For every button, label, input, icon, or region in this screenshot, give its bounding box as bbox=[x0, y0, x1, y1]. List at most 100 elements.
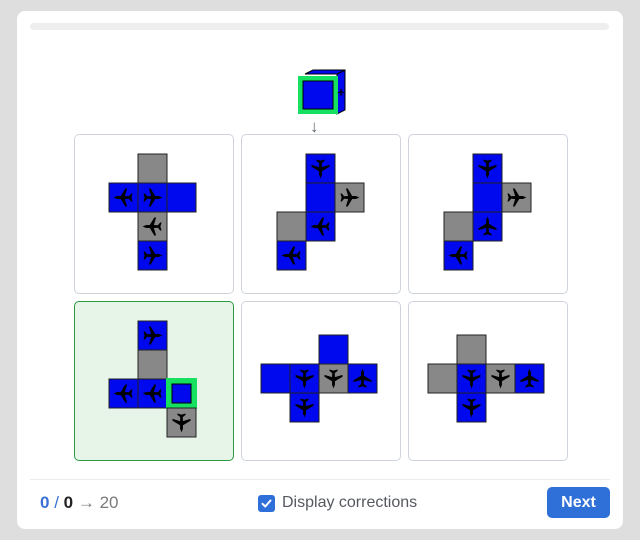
cell-face bbox=[443, 211, 474, 242]
net-cell bbox=[289, 363, 320, 394]
cube-net-3 bbox=[443, 153, 532, 271]
cube-net-6 bbox=[427, 334, 545, 423]
score-separator: / bbox=[49, 493, 64, 512]
cell-face bbox=[260, 363, 291, 394]
jet-icon bbox=[353, 368, 372, 388]
jet-icon bbox=[311, 159, 330, 179]
net-cell bbox=[260, 363, 291, 394]
jet-icon bbox=[281, 246, 301, 265]
option-2[interactable] bbox=[241, 134, 401, 294]
corrections-label: Display corrections bbox=[282, 494, 418, 511]
progress-bar bbox=[30, 23, 609, 30]
down-arrow-icon: ↓ bbox=[310, 117, 319, 136]
option-6[interactable] bbox=[408, 301, 568, 461]
net-cell bbox=[137, 153, 168, 184]
net-cell bbox=[427, 363, 458, 394]
net-cell bbox=[456, 392, 487, 423]
display-corrections-toggle[interactable]: Display corrections bbox=[258, 492, 417, 514]
jet-icon bbox=[520, 368, 539, 388]
cell-face bbox=[171, 383, 192, 404]
jet-icon bbox=[113, 384, 133, 403]
cube-net-5 bbox=[260, 334, 378, 423]
jet-icon bbox=[143, 326, 163, 345]
jet-icon bbox=[462, 398, 481, 418]
option-5[interactable] bbox=[241, 301, 401, 461]
net-cell bbox=[318, 363, 349, 394]
jet-icon bbox=[491, 369, 510, 389]
cube-icon bbox=[298, 69, 346, 115]
jet-icon bbox=[172, 413, 191, 433]
jet-icon bbox=[143, 246, 163, 265]
jet-icon bbox=[142, 384, 162, 403]
net-cell bbox=[289, 392, 320, 423]
jet-icon bbox=[478, 159, 497, 179]
net-cell bbox=[456, 363, 487, 394]
net-cell bbox=[276, 211, 307, 242]
net-cell bbox=[334, 182, 365, 213]
net-cell bbox=[501, 182, 532, 213]
net-cell bbox=[472, 211, 503, 242]
score-goal: 20 bbox=[99, 493, 119, 512]
cell-face bbox=[137, 153, 168, 184]
option-3[interactable] bbox=[408, 134, 568, 294]
cube-net-2 bbox=[276, 153, 365, 271]
net-cell bbox=[137, 211, 168, 242]
score-total: 0 bbox=[63, 493, 74, 512]
net-cell bbox=[318, 334, 349, 365]
cell-face bbox=[318, 334, 349, 365]
jet-icon bbox=[143, 188, 163, 207]
cube-net-4 bbox=[108, 320, 197, 438]
net-cell bbox=[443, 240, 474, 271]
jet-icon bbox=[448, 246, 468, 265]
cube-net-1 bbox=[108, 153, 197, 271]
net-cell bbox=[456, 334, 487, 365]
net-cell bbox=[166, 407, 197, 438]
net-cell bbox=[443, 211, 474, 242]
net-cell bbox=[472, 153, 503, 184]
footer-divider bbox=[30, 479, 610, 480]
jet-icon bbox=[478, 216, 497, 236]
option-4[interactable] bbox=[74, 301, 234, 461]
checkmark-icon bbox=[261, 499, 272, 507]
jet-icon bbox=[324, 369, 343, 389]
net-cell bbox=[347, 363, 378, 394]
net-cell bbox=[276, 240, 307, 271]
net-cell bbox=[305, 182, 336, 213]
cell-face bbox=[166, 182, 197, 213]
option-1[interactable] bbox=[74, 134, 234, 294]
net-cell bbox=[514, 363, 545, 394]
jet-icon bbox=[462, 369, 481, 389]
net-cell bbox=[108, 182, 139, 213]
jet-icon bbox=[295, 369, 314, 389]
net-cell bbox=[305, 211, 336, 242]
cell-face bbox=[137, 349, 168, 380]
corrections-checkbox[interactable] bbox=[258, 494, 275, 512]
net-cell bbox=[137, 349, 168, 380]
score-current: 0 bbox=[40, 493, 50, 512]
next-button[interactable]: Next bbox=[547, 487, 610, 518]
jet-icon bbox=[142, 217, 162, 236]
net-cell bbox=[137, 182, 168, 213]
net-cell bbox=[137, 240, 168, 271]
puzzle-card: ↓ 0 / 0 → 20 Display corrections Next bbox=[17, 11, 623, 529]
net-cell bbox=[485, 363, 516, 394]
net-cell bbox=[137, 320, 168, 351]
jet-icon bbox=[295, 398, 314, 418]
cell-face bbox=[456, 334, 487, 365]
jet-icon bbox=[507, 188, 527, 207]
net-cell bbox=[472, 182, 503, 213]
score-arrow: → bbox=[73, 493, 100, 512]
net-cell bbox=[305, 153, 336, 184]
cube-preview bbox=[295, 62, 365, 127]
cell-face bbox=[472, 182, 503, 213]
jet-icon bbox=[113, 188, 133, 207]
cell-face bbox=[276, 211, 307, 242]
net-cell bbox=[137, 378, 168, 409]
score-counter: 0 / 0 → 20 bbox=[40, 492, 118, 514]
jet-icon bbox=[340, 188, 360, 207]
net-cell bbox=[166, 378, 197, 409]
jet-icon bbox=[310, 217, 330, 236]
cell-face bbox=[305, 182, 336, 213]
net-cell bbox=[108, 378, 139, 409]
cell-face bbox=[427, 363, 458, 394]
